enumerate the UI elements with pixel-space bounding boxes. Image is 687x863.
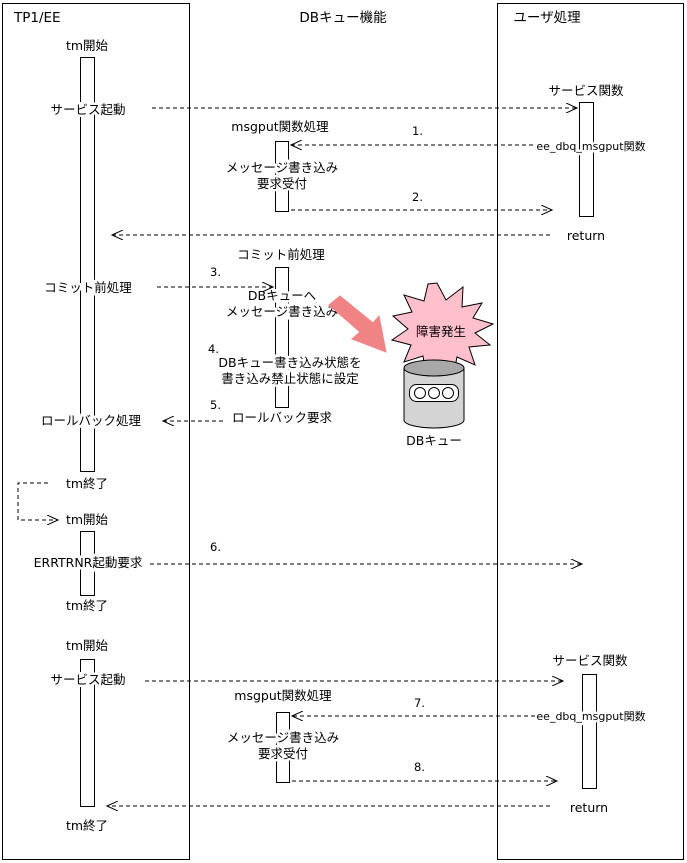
tp1-activation-bar-3 [80,659,95,807]
service-start-label-1: サービス起動 [50,102,125,117]
accept-label-2b: 要求受付 [258,746,308,761]
tp1-column-frame [2,3,190,860]
rollback-request-label: ロールバック要求 [232,410,333,425]
inhibit-label-b: 書き込み禁止状態に設定 [221,371,359,386]
rollback-label: ロールバック処理 [41,413,142,428]
return-label-1: return [567,228,605,243]
dbq-activation-bar-3 [276,712,290,783]
fault-label: 障害発生 [416,324,466,339]
tm-start-label-3: tm開始 [66,638,109,653]
tp1-activation-bar-2 [80,531,95,596]
api-label-2: ee_dbq_msgput関数 [536,710,645,723]
dbq-activation-bar-1 [275,141,289,212]
db-queue-label: DBキュー [406,433,462,448]
tm-start-label-1: tm開始 [66,38,109,53]
user-column-title: ユーザ処理 [513,10,581,26]
step-8: 8. [414,760,425,774]
accept-label-2a: メッセージ書き込み [227,730,339,745]
user-activation-bar-1 [579,102,594,217]
msgput-label-1: msgput関数処理 [231,119,329,134]
step-1: 1. [412,124,423,138]
service-func-label-2: サービス関数 [552,653,628,668]
tm-end-label-3: tm終了 [66,818,108,833]
tm-start-label-2: tm開始 [66,512,109,527]
dbq-commit-pre-label: コミット前処理 [237,247,325,262]
accept-label-1b: 要求受付 [257,176,307,191]
tm-restart-arrow [17,482,58,520]
return-label-2: return [570,800,608,815]
step-3: 3. [210,265,221,279]
write-label-b: メッセージ書き込み [226,304,338,319]
service-start-label-2: サービス起動 [50,672,125,687]
tm-end-label-2: tm終了 [66,598,108,613]
step-2: 2. [412,190,423,204]
tm-end-label-1: tm終了 [66,476,108,491]
user-activation-bar-2 [582,674,597,789]
accept-label-1a: メッセージ書き込み [226,160,338,175]
service-func-label-1: サービス関数 [548,83,624,98]
api-label-1: ee_dbq_msgput関数 [536,140,645,153]
user-column-frame [497,3,684,860]
step-7: 7. [414,696,425,710]
step-6: 6. [210,540,221,554]
fault-arrow-icon [328,295,387,353]
database-icon [403,359,465,429]
step-5: 5. [210,398,221,412]
dbq-activation-bar-2 [275,267,289,408]
write-label-a: DBキューへ [248,288,316,303]
errtrnr-label: ERRTRNR起動要求 [34,555,143,570]
step-4: 4. [208,342,219,356]
tp1-activation-bar-1 [80,57,95,472]
tp1-column-title: TP1/EE [13,10,61,26]
dbq-column-title: DBキュー機能 [299,10,386,26]
inhibit-label-a: DBキュー書き込み状態を [218,355,361,370]
msgput-label-2: msgput関数処理 [234,688,332,703]
commit-pre-label: コミット前処理 [44,280,132,295]
